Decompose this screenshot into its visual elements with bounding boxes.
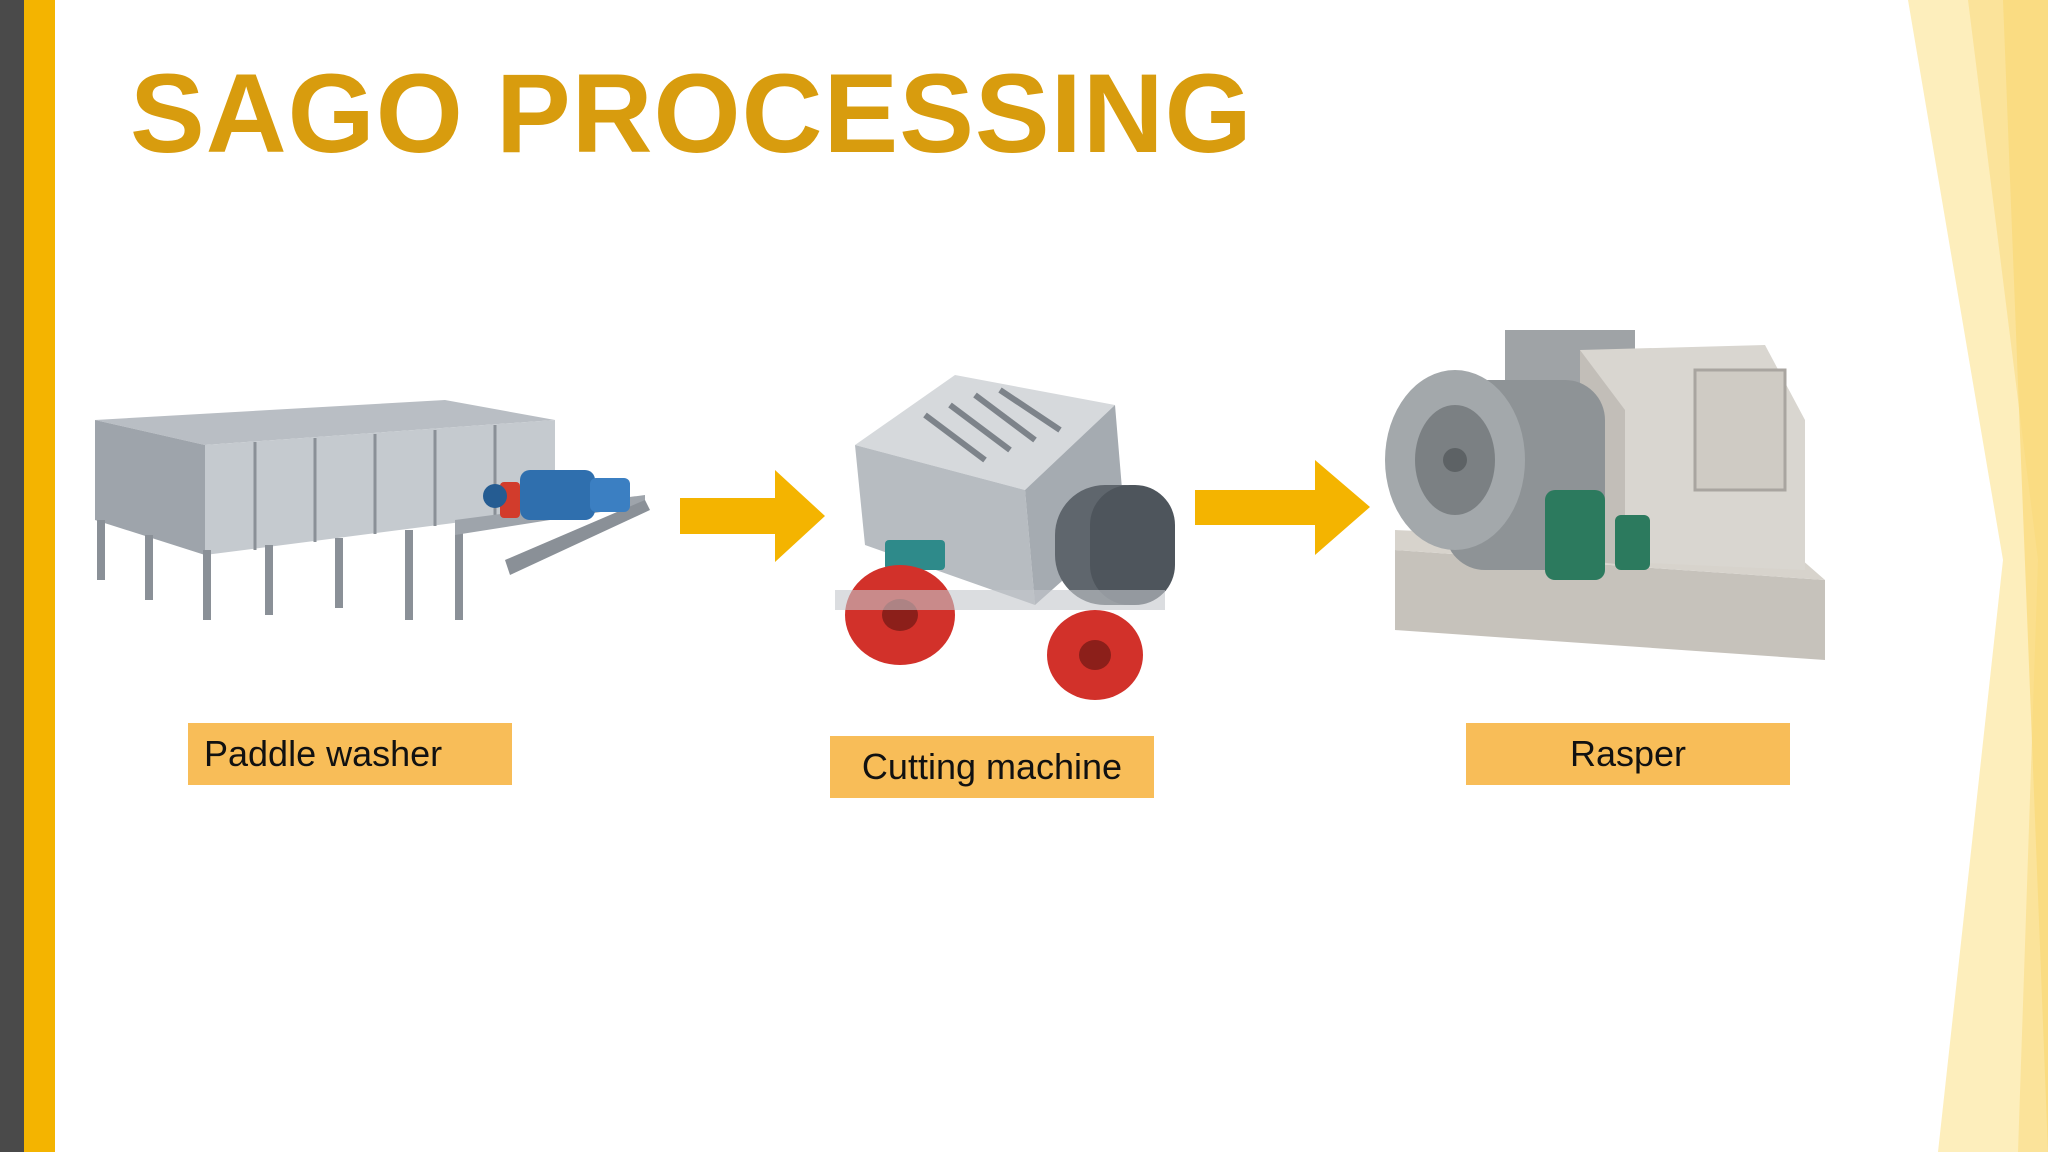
right-arrow-icon	[680, 470, 825, 562]
cutting-machine-image	[835, 375, 1175, 700]
slide-title: SAGO PROCESSING	[130, 51, 1253, 176]
left-gold-stripe	[24, 0, 55, 1152]
rasper-machine-image	[1385, 330, 1825, 660]
paddle-washer-machine-image	[95, 400, 650, 620]
right-arrow-icon	[1195, 460, 1370, 555]
step-label-cutting-machine: Cutting machine	[830, 736, 1154, 798]
step-label-rasper: Rasper	[1466, 723, 1790, 785]
left-dark-stripe	[0, 0, 24, 1152]
step-label-paddle-washer: Paddle washer	[188, 723, 512, 785]
right-decorative-shapes	[1908, 0, 2048, 1152]
